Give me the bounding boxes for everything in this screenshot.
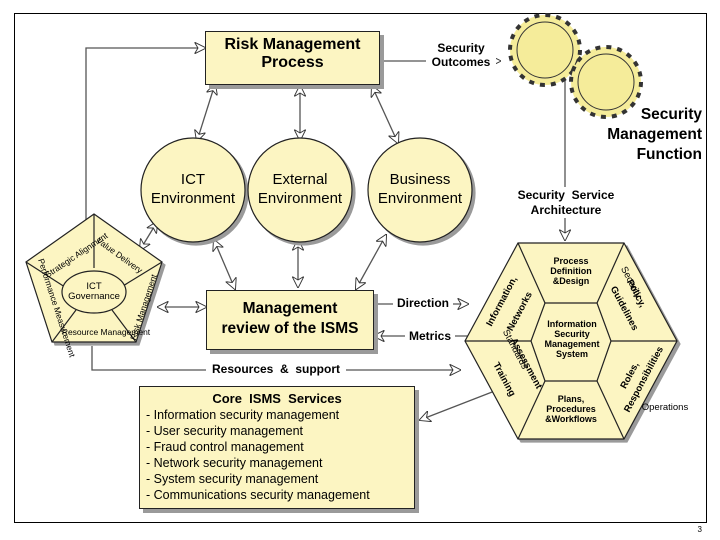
security-management-function-label: Security Management Function (582, 105, 702, 165)
operations-segment-label: Operations (641, 402, 689, 413)
core-service-item: - Information security management (146, 408, 340, 422)
risk-process-title: Risk Management Process (205, 36, 380, 73)
core-service-item: - Communications security management (146, 488, 370, 502)
external-environment-line1: External (272, 171, 328, 188)
isms-center-line4: System (555, 349, 589, 359)
isms-center-line1: Information (547, 319, 597, 329)
plans-procedures-label: Plans, Procedures &Workflows (533, 394, 609, 424)
core-service-item: - Fraud control management (146, 440, 304, 454)
direction-label: Direction (393, 296, 453, 311)
core-service-item: - User security management (146, 424, 304, 438)
arrow-governance-to-risk (85, 48, 205, 226)
security-function-line3: Function (636, 146, 702, 163)
plans-line2: Procedures (546, 404, 596, 414)
security-function-line1: Security (640, 106, 702, 123)
page-number: 3 (697, 525, 702, 534)
resource-management-label: Resource Management (61, 327, 151, 337)
arrow-ict-review (214, 240, 235, 289)
isms-center-line2: Security (554, 329, 590, 339)
resources-support-label: Resources & support (206, 362, 346, 377)
security-outcomes-line1: Security (437, 41, 485, 55)
arrow-business-review (356, 235, 386, 289)
slide-frame (14, 13, 707, 523)
governance-center-line2: Governance (68, 291, 120, 302)
risk-process-line2: Process (261, 54, 324, 72)
ict-environment-circle (140, 137, 246, 243)
ssa-line1: Security Service (517, 188, 615, 202)
core-services-title: Core ISMS Services (212, 391, 342, 406)
core-service-item: - System security management (146, 472, 319, 486)
arrow-business-risk (372, 86, 398, 143)
governance-center-line1: ICT (86, 281, 102, 292)
arrow-ict-risk (197, 84, 215, 141)
ssa-line2: Architecture (530, 203, 602, 217)
security-outcomes-line2: Outcomes (431, 54, 491, 69)
external-environment-circle (247, 137, 353, 243)
process-line2: Definition (550, 266, 592, 276)
core-isms-services-box: Core ISMS Services - Information securit… (139, 386, 415, 509)
plans-line1: Plans, (557, 394, 585, 404)
metrics-label: Metrics (405, 329, 455, 344)
management-review-line1: Management (242, 300, 338, 317)
external-environment-label: External Environment (248, 170, 352, 208)
business-environment-circle (367, 137, 473, 243)
management-review-title: Management review of the ISMS (206, 299, 374, 339)
arrow-hex-core (420, 386, 506, 420)
ict-environment-line1: ICT (180, 171, 206, 188)
core-service-item: - Network security management (146, 456, 323, 470)
governance-center-label: ICT Governance (64, 282, 124, 302)
management-review-box (206, 290, 374, 350)
ict-environment-line2: Environment (150, 190, 236, 207)
arrow-governance-ict (140, 222, 157, 250)
process-line1: Process (553, 256, 589, 266)
security-function-line2: Management (607, 126, 702, 143)
business-environment-line1: Business (389, 171, 451, 188)
business-environment-label: Business Environment (368, 170, 472, 208)
isms-hexagon (464, 242, 678, 440)
plans-line3: &Workflows (545, 414, 597, 424)
business-environment-line2: Environment (377, 190, 463, 207)
risk-management-process-box (205, 31, 380, 85)
management-review-line2: review of the ISMS (221, 320, 359, 337)
isms-center-line3: Management (544, 339, 600, 349)
security-service-architecture-label: Security Service Architecture (508, 188, 624, 218)
ict-environment-label: ICT Environment (141, 170, 245, 208)
isms-center-label: Information Security Management System (534, 319, 610, 359)
security-outcomes-label: Security Outcomes (426, 41, 496, 70)
external-environment-line2: Environment (257, 190, 343, 207)
risk-process-line1: Risk Management (224, 36, 361, 53)
governance-pentagon (25, 213, 163, 343)
gear-icon (508, 13, 643, 119)
process-line3: &Design (552, 276, 590, 286)
process-definition-label: Process Definition &Design (536, 256, 606, 286)
